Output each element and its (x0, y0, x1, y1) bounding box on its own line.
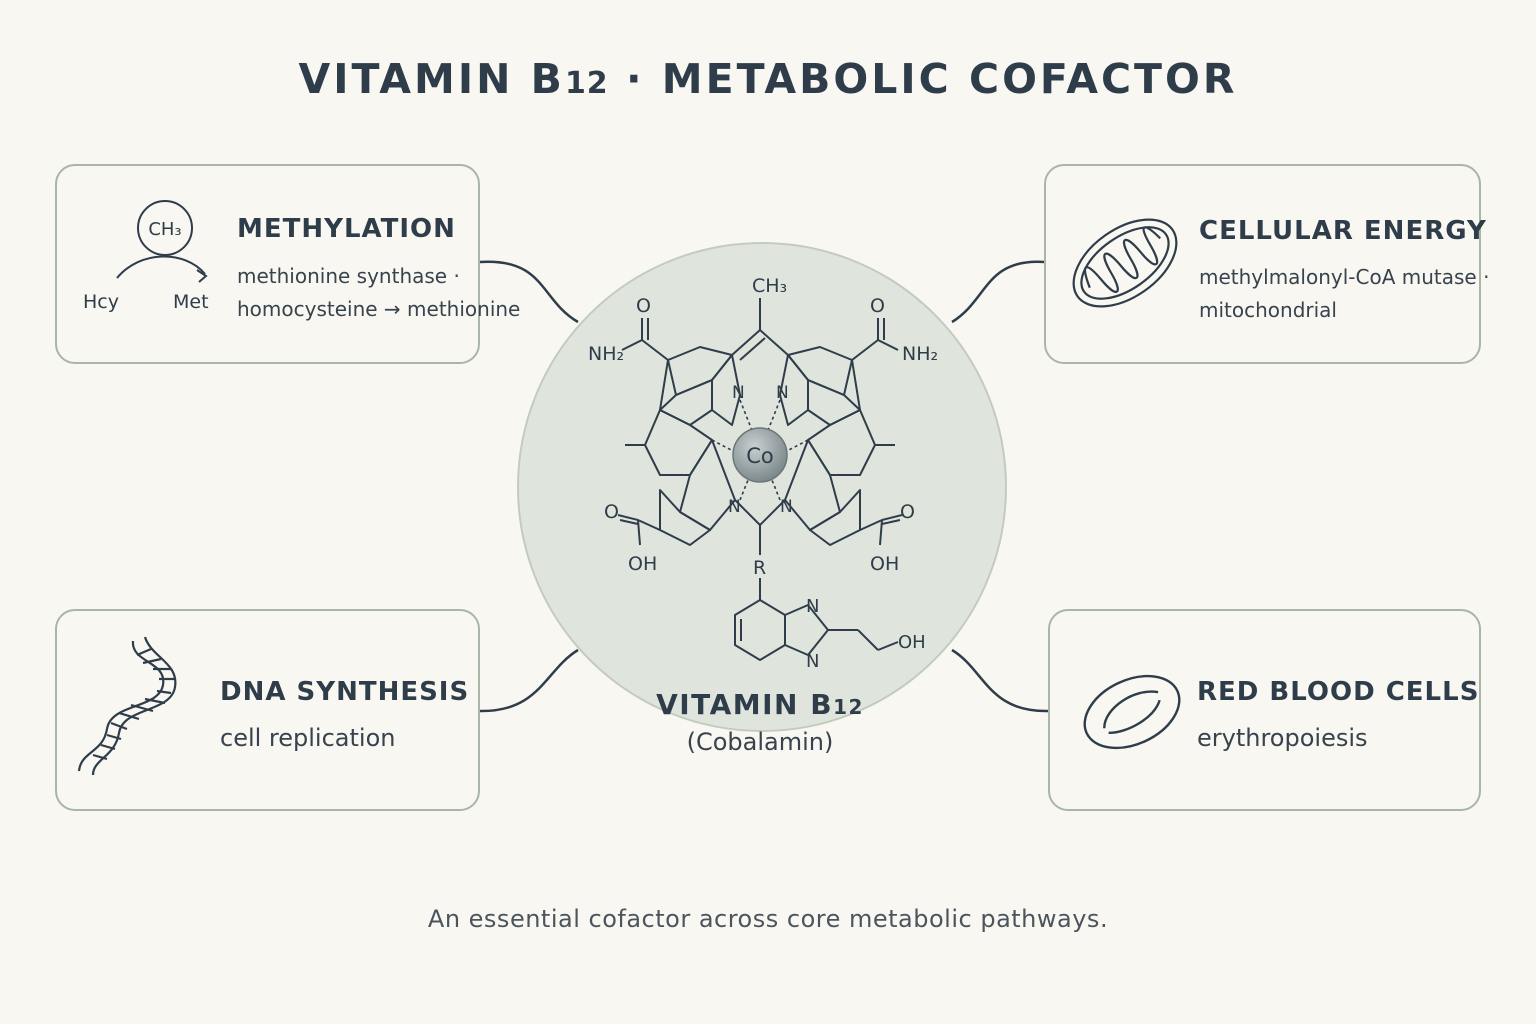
svg-text:O: O (636, 295, 651, 317)
cobalt-label: Co (746, 444, 774, 468)
svg-text:N: N (776, 383, 789, 403)
card-heading: RED BLOOD CELLS (1197, 677, 1480, 707)
svg-text:O: O (900, 501, 915, 523)
connector-red-blood-cells (951, 648, 1049, 713)
red-blood-cell-icon (1083, 674, 1181, 750)
svg-text:O: O (870, 295, 885, 317)
ring-bonds (617, 298, 903, 661)
svg-text:OH: OH (628, 553, 657, 575)
cobalt-atom (732, 427, 788, 483)
svg-text:NH₂: NH₂ (588, 343, 624, 365)
svg-text:N: N (806, 651, 819, 672)
svg-text:N: N (780, 497, 793, 517)
connector-methylation (479, 260, 579, 324)
mitochondrion-icon (1072, 218, 1178, 308)
svg-text:N: N (806, 596, 819, 617)
card-methylation: CH₃ Hcy Met METHYLATION methionine synth… (55, 164, 520, 364)
card-description: methionine synthase · homocysteine → met… (237, 264, 521, 321)
svg-text:N: N (732, 383, 745, 403)
caption: An essential cofactor across core metabo… (427, 905, 1109, 933)
card-heading: METHYLATION (237, 214, 456, 244)
svg-text:OH: OH (898, 632, 926, 653)
svg-text:OH: OH (870, 553, 899, 575)
svg-text:R: R (753, 557, 766, 579)
card-dna-synthesis: DNA SYNTHESIS cell replication (55, 609, 480, 811)
card-description: cell replication (220, 724, 396, 752)
card-description: erythropoiesis (1197, 724, 1368, 752)
card-red-blood-cells: RED BLOOD CELLS erythropoiesis (1048, 609, 1481, 811)
svg-text:O: O (604, 501, 619, 523)
card-heading: DNA SYNTHESIS (220, 677, 470, 707)
connector-dna-synthesis (479, 648, 579, 713)
hub-subtitle: (Cobalamin) (686, 728, 834, 756)
connector-cellular-energy (951, 260, 1046, 324)
page-title: VITAMIN B12 · METABOLIC COFACTOR (298, 55, 1238, 103)
svg-text:N: N (728, 497, 741, 517)
hub-circle (517, 242, 1007, 732)
svg-text:Met: Met (173, 291, 209, 313)
dna-helix-icon (77, 636, 177, 776)
svg-text:Hcy: Hcy (83, 291, 119, 313)
hub-name: VITAMIN B12 (656, 688, 864, 721)
svg-text:CH₃: CH₃ (752, 275, 787, 297)
card-heading: CELLULAR ENERGY (1199, 216, 1487, 246)
methyl-transfer-icon: CH₃ Hcy Met (83, 200, 209, 313)
svg-text:NH₂: NH₂ (902, 343, 938, 365)
svg-text:CH₃: CH₃ (148, 219, 181, 240)
card-cellular-energy: CELLULAR ENERGY methylmalonyl-CoA mutase… (1044, 164, 1489, 364)
card-description: methylmalonyl-CoA mutase · mitochondrial (1199, 265, 1490, 322)
